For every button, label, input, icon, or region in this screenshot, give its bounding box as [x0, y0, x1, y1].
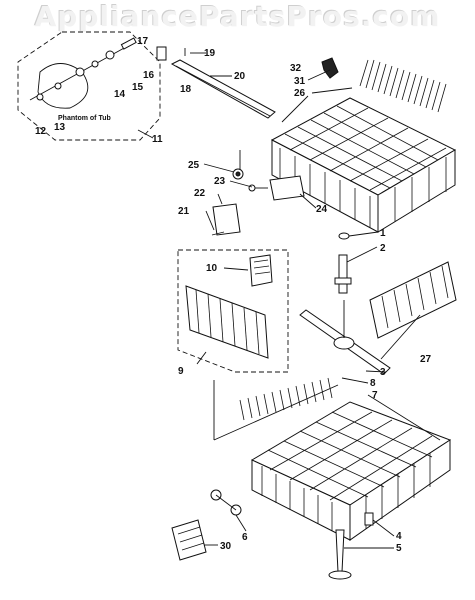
bottom-parts: [171, 489, 374, 580]
callout-numbers: 19 20 18 32 31 26 16 15 14 13 12 11 17 2…: [35, 36, 432, 554]
upper-rack-wire-grid: [279, 105, 447, 228]
callout-19: 19: [204, 48, 216, 59]
callout-13: 13: [54, 122, 66, 133]
callout-24: 24: [316, 204, 328, 215]
part-27-basket: [369, 261, 457, 339]
callout-27: 27: [420, 354, 432, 365]
part-24-stop: [269, 175, 305, 201]
lower-rack-right-side: [349, 439, 451, 541]
basket-dashed-outline: [177, 249, 289, 373]
callout-7: 7: [372, 390, 378, 401]
lower-rack-tines: [239, 377, 333, 421]
part-2-tube: [338, 254, 348, 294]
callout-6: 6: [242, 532, 248, 543]
callout-12: 12: [35, 126, 47, 137]
part-13-nut: [54, 82, 62, 90]
spray-arm-hub: [333, 336, 355, 350]
callout-14: 14: [114, 89, 126, 100]
part-21-screw: [211, 231, 225, 236]
callout-4: 4: [396, 531, 402, 542]
callout-17: 17: [137, 36, 149, 47]
part-18-end-cap: [156, 46, 167, 61]
callout-23: 23: [214, 176, 226, 187]
callout-10: 10: [206, 263, 218, 274]
part-17-screw: [120, 37, 137, 50]
callout-1: 1: [380, 228, 386, 239]
part-10-cover: [249, 254, 273, 287]
watermark: AppliancePartsPros.com: [34, 0, 441, 33]
part-12-washer: [36, 93, 44, 101]
spray-arm-group: [299, 232, 391, 375]
part-1-seal: [338, 232, 350, 240]
upper-rack-tines: [359, 59, 447, 113]
callout-16: 16: [143, 70, 155, 81]
callout-30: 30: [220, 541, 232, 552]
callout-31: 31: [294, 76, 306, 87]
callout-26: 26: [294, 88, 306, 99]
part-4-bearing: [364, 512, 374, 526]
lower-rack: [239, 377, 452, 541]
track-edge: [175, 65, 271, 117]
tube-collar: [334, 277, 352, 285]
leader-lines: [137, 52, 441, 549]
callout-8: 8: [370, 378, 376, 389]
wheel-stop-group: [211, 168, 305, 236]
callout-18: 18: [180, 84, 192, 95]
rail-group: [156, 46, 276, 119]
part-9-basket: [185, 285, 269, 359]
tub-phantom-arc: [37, 63, 89, 109]
part-16-roller: [105, 50, 115, 60]
basket-panel: [369, 261, 457, 339]
part-15-spacer: [91, 60, 99, 68]
phantom-of-tub-label: Phantom of Tub: [58, 115, 111, 122]
callout-9: 9: [178, 366, 184, 377]
upper-rack-right-side: [377, 149, 456, 233]
part-22-bracket: [212, 203, 241, 236]
callout-25: 25: [188, 160, 200, 171]
basket-insert-group: [177, 249, 289, 373]
part-32-clip: [321, 57, 339, 79]
callout-2: 2: [380, 243, 386, 254]
part-20-track: [170, 59, 276, 119]
callout-21: 21: [178, 206, 190, 217]
callout-3: 3: [380, 367, 386, 378]
callout-11: 11: [152, 134, 163, 145]
phantom-outline: [17, 31, 161, 141]
part-14-washer: [75, 67, 85, 77]
part-5-tube: [335, 529, 345, 573]
callout-22: 22: [194, 188, 206, 199]
part-30-basket: [171, 519, 207, 561]
part-5-base: [328, 570, 352, 580]
lower-rack-wire-grid: [261, 411, 433, 531]
phantom-tub-group: [17, 31, 161, 141]
callout-15: 15: [132, 82, 144, 93]
callout-20: 20: [234, 71, 246, 82]
callout-5: 5: [396, 543, 402, 554]
callout-32: 32: [290, 63, 302, 74]
